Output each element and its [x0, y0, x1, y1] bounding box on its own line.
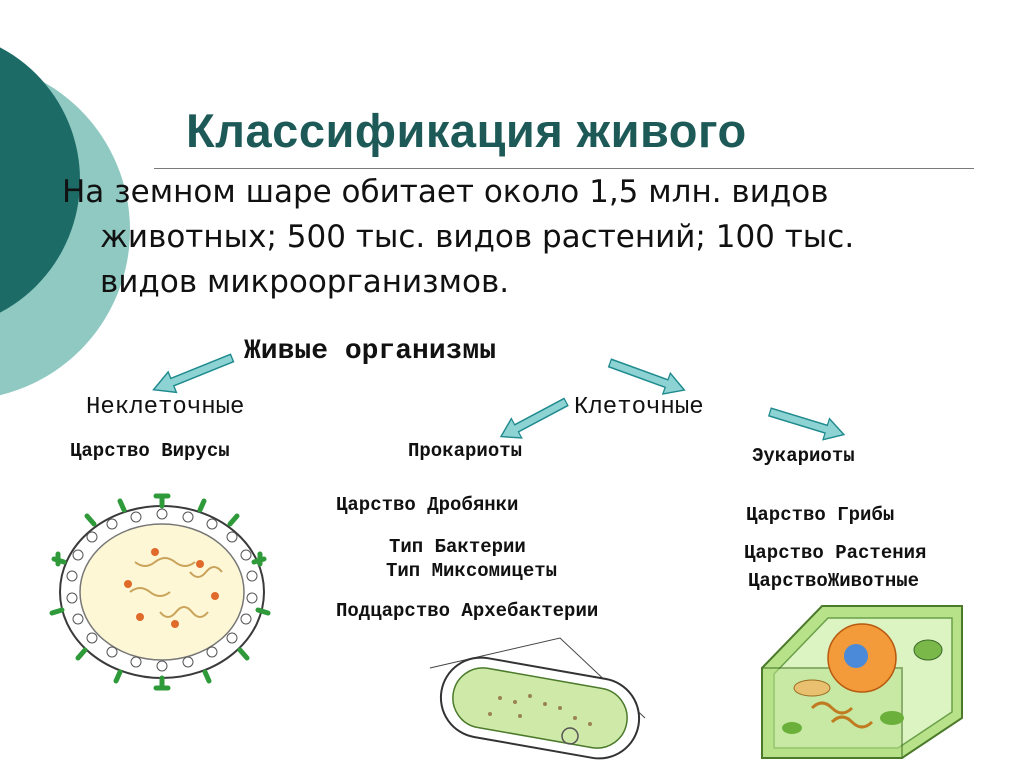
arrow-to-noncellular [148, 347, 237, 401]
intro-line-2: животных; 500 тыс. видов растений; 100 т… [100, 219, 855, 255]
intro-line-1: На земном шаре обитает около 1,5 млн. ви… [62, 174, 829, 210]
cellular-label: Клеточные [574, 394, 704, 421]
virus-cell-drawing [49, 493, 271, 691]
noncellular-label: Неклеточные [86, 394, 245, 421]
bacterium-drawing [429, 637, 646, 760]
plant-cell-drawing [761, 605, 963, 759]
plants-kingdom-label: Царство Растения [744, 542, 927, 564]
arrow-to-eukaryotes [766, 400, 848, 446]
animals-kingdom-label: ЦарствоЖивотные [748, 570, 920, 592]
slide-title: Классификация живого [186, 104, 747, 157]
title-underline [154, 168, 974, 169]
bacteria-type-label: Тип Бактерии [389, 536, 526, 558]
intro-paragraph: На земном шаре обитает около 1,5 млн. ви… [62, 170, 1002, 305]
prokaryotes-label: Прокариоты [408, 440, 523, 462]
fungi-kingdom-label: Царство Грибы [746, 504, 895, 526]
arrow-to-prokaryotes [495, 391, 572, 447]
myxomycetes-type-label: Тип Миксомицеты [386, 560, 558, 582]
virus-kingdom-label: Царство Вирусы [70, 440, 230, 462]
decorative-circles [0, 47, 130, 396]
drobyanki-kingdom-label: Царство Дробянки [336, 494, 519, 516]
arrow-to-cellular [605, 351, 689, 402]
archaebacteria-subkingdom-label: Подцарство Архебактерии [336, 600, 599, 622]
tree-root-label: Живые организмы [244, 336, 497, 367]
intro-line-3: видов микроорганизмов. [100, 264, 510, 300]
eukaryotes-label: Эукариоты [752, 445, 855, 467]
